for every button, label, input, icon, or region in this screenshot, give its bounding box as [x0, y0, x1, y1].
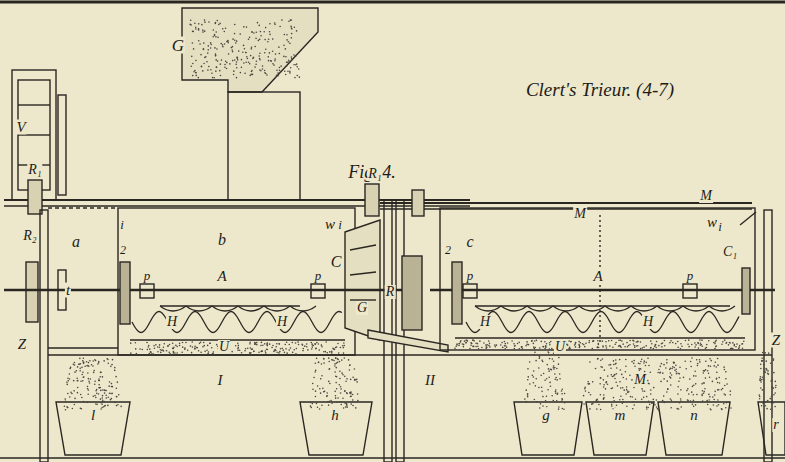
part-letter: G	[171, 37, 185, 54]
part-letter: p	[466, 269, 475, 282]
part-letter: A	[592, 269, 603, 284]
part-letter: r	[772, 418, 779, 432]
part-letter: R	[385, 285, 396, 299]
part-letter: Z	[17, 337, 27, 352]
part-letter: p	[686, 269, 695, 282]
part-letter: R₁	[27, 163, 42, 177]
part-letter: M	[699, 189, 713, 203]
part-letter: V	[15, 120, 26, 135]
part-letter: c	[465, 234, 474, 250]
part-letter: t	[65, 283, 71, 298]
part-letter: C	[330, 254, 343, 270]
part-letter: i	[717, 220, 723, 233]
part-letter: U	[218, 340, 230, 354]
part-letter: 2	[119, 244, 127, 256]
part-letter: M	[573, 207, 587, 221]
part-letter: G	[356, 301, 368, 315]
part-letter: H	[479, 315, 491, 329]
part-letter: C₁	[722, 245, 738, 259]
part-letter: H	[276, 315, 288, 329]
part-letter: i	[337, 218, 343, 231]
part-letter: p	[314, 269, 323, 282]
part-letter: h	[330, 408, 340, 423]
part-letter: R₂	[22, 229, 37, 243]
part-letter: a	[71, 234, 81, 250]
part-letter: A	[216, 269, 227, 284]
part-letter: U	[554, 340, 566, 354]
part-letter: m	[614, 408, 627, 423]
part-letter: I	[217, 373, 224, 388]
part-letter: l	[90, 408, 96, 423]
part-letter: H	[642, 315, 654, 329]
part-letter: p	[143, 269, 152, 282]
part-letter: 2	[444, 244, 452, 256]
part-letter: Z	[771, 333, 781, 348]
part-letter: i	[119, 218, 125, 231]
part-letter: w	[324, 217, 336, 232]
part-letter: n	[689, 408, 699, 423]
part-letter: g	[541, 408, 551, 423]
part-letter: b	[217, 232, 227, 248]
part-letter: II	[424, 373, 436, 388]
figure-title: Clert's Trieur. (4-7)	[526, 80, 674, 101]
part-letter: H	[166, 315, 178, 329]
part-letter: R₁	[367, 167, 382, 181]
part-letter: M	[633, 373, 647, 387]
